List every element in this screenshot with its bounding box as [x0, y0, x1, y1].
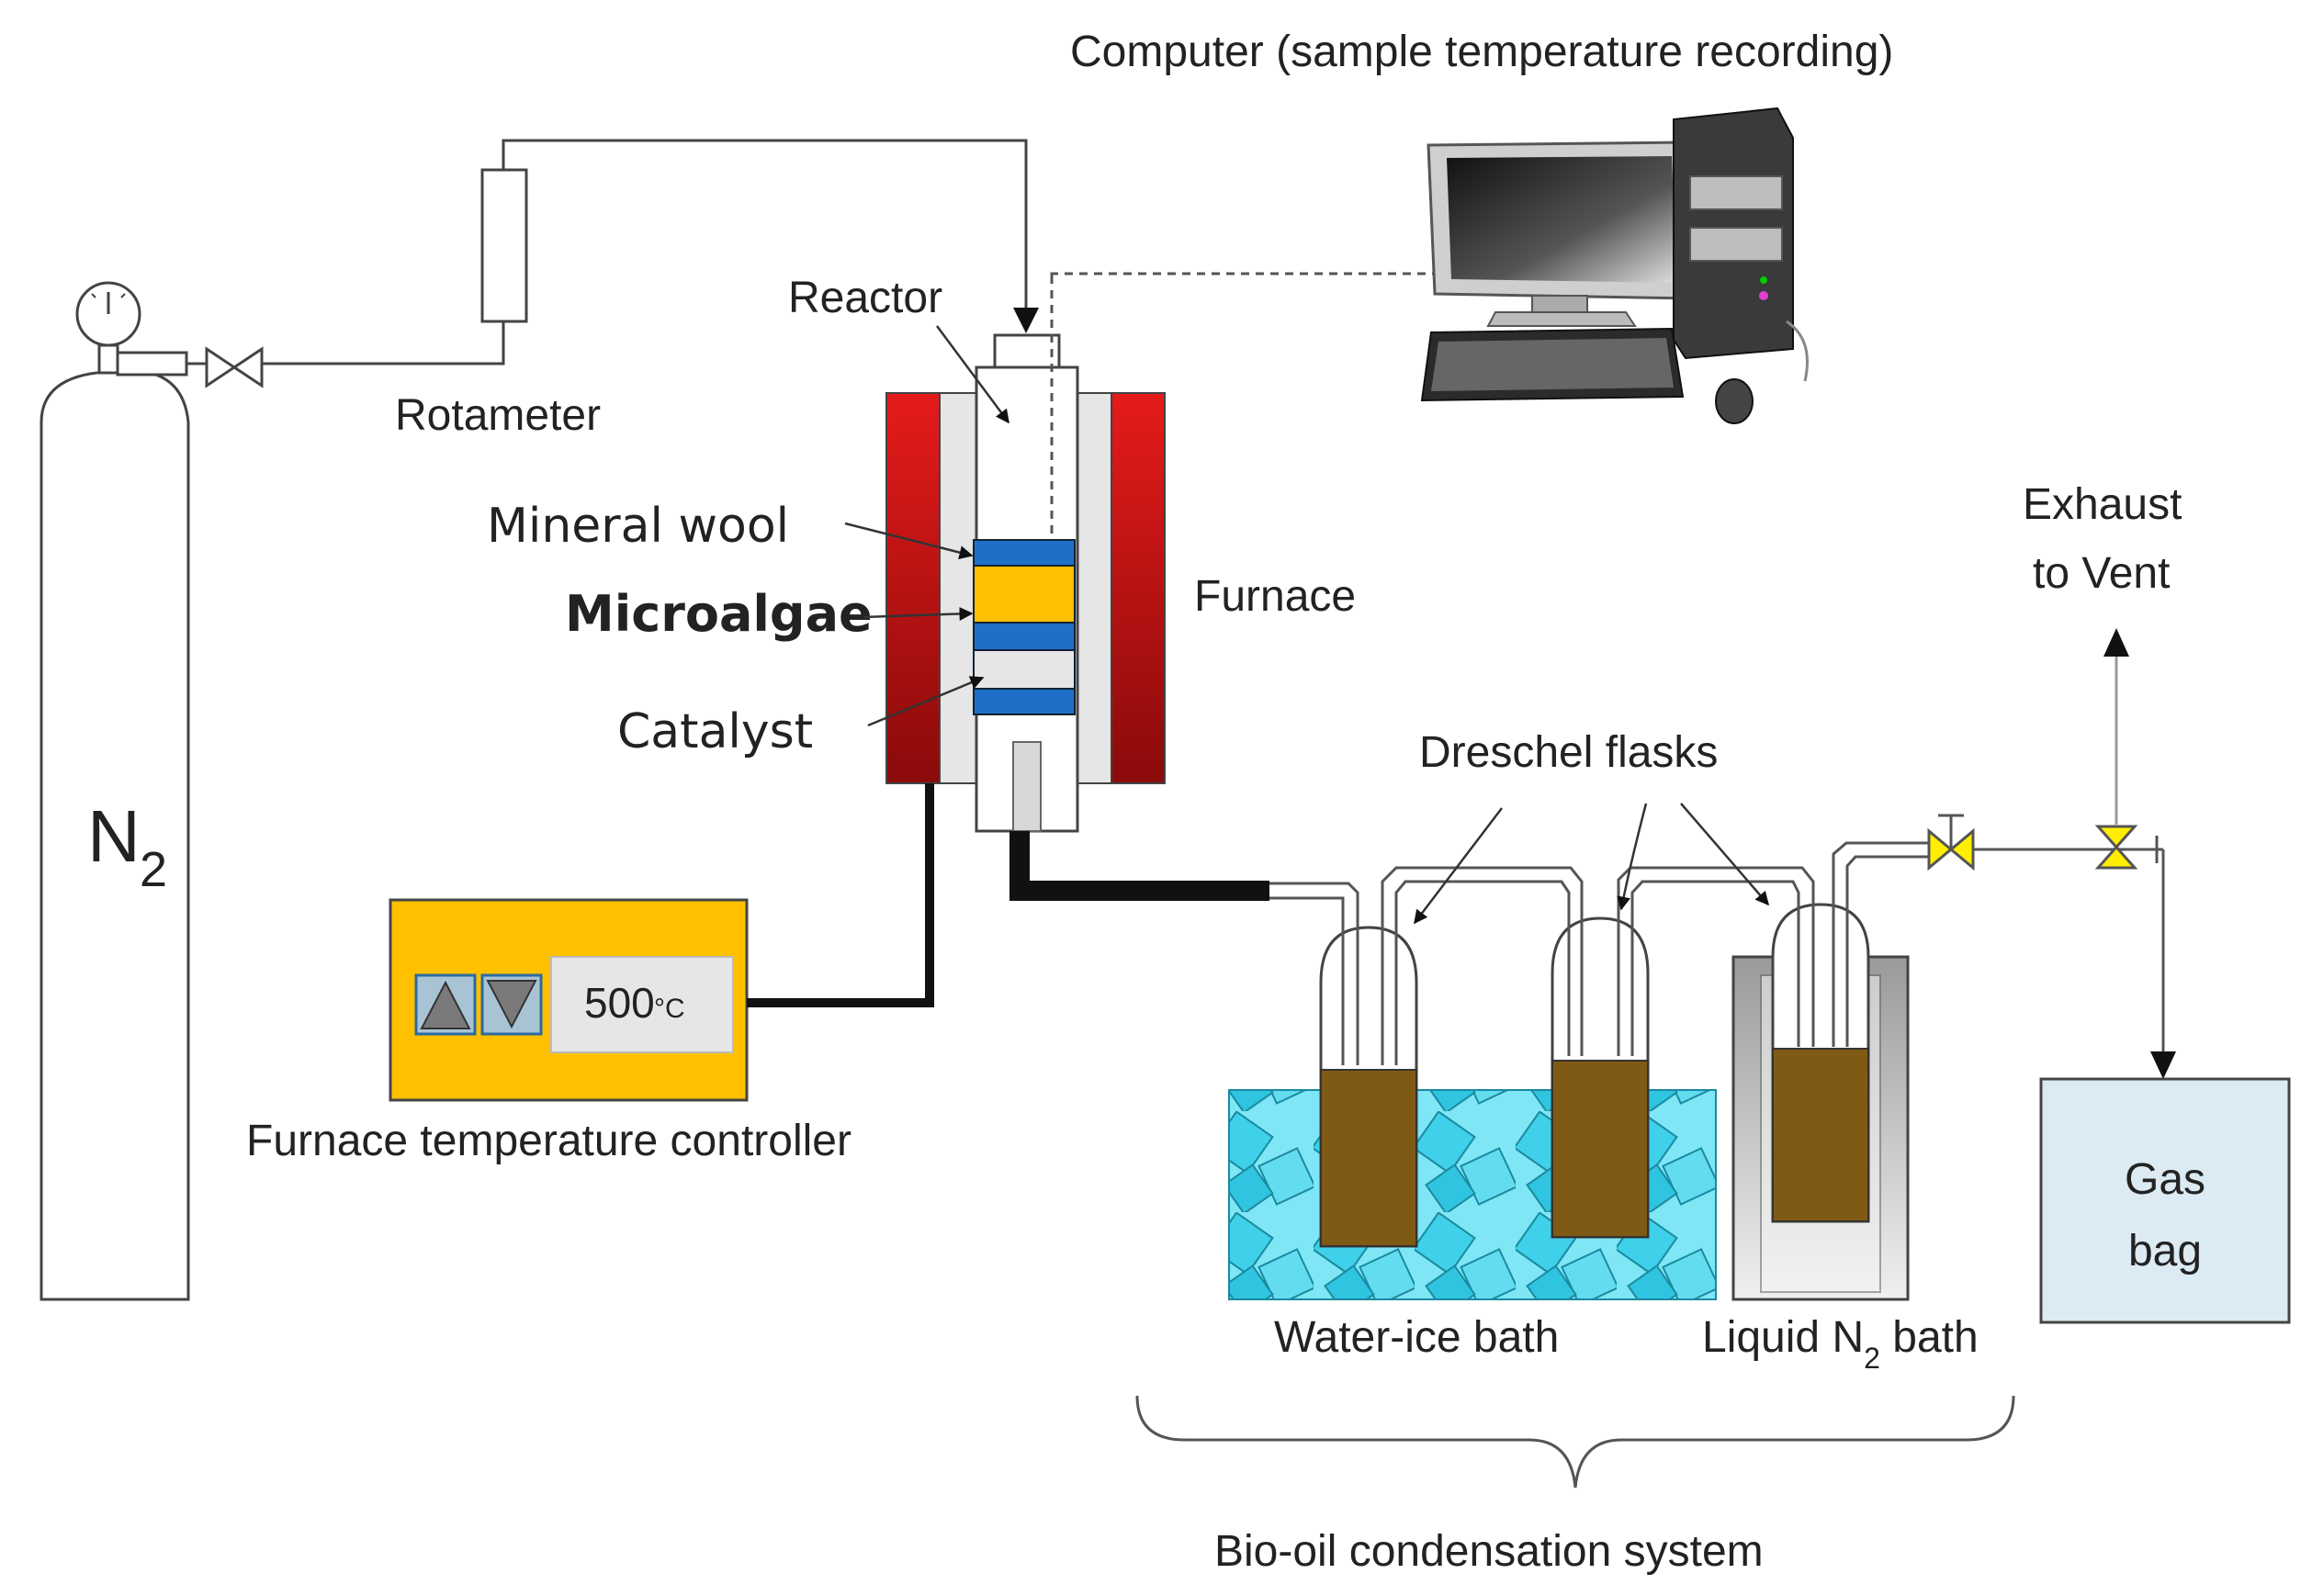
temperature-display	[550, 956, 734, 1053]
cylinder-label: N	[87, 795, 141, 877]
mineral-wool-label: Mineral wool	[487, 499, 789, 554]
controller-label: Furnace temperature controller	[246, 1117, 851, 1165]
dreschel-flask-2	[1551, 916, 1650, 1239]
liquid-n2-bath-label: Liquid N2 bath	[1702, 1313, 1979, 1375]
dreschel-flask-1	[1319, 926, 1418, 1248]
dreschel-pointers	[1414, 803, 1769, 925]
gas-bag	[2039, 1077, 2291, 1324]
dreschel-flask-3	[1771, 903, 1870, 1223]
furnace-label: Furnace	[1194, 572, 1356, 621]
water-ice-bath-label: Water-ice bath	[1274, 1313, 1559, 1362]
microalgae-layer	[973, 565, 1076, 624]
cylinder-valve	[205, 346, 264, 388]
catalyst-layer	[973, 649, 1076, 690]
mineral-wool-pointer	[844, 522, 974, 559]
microalgae-label: Microalgae	[565, 585, 873, 643]
n2-cylinder: N 2	[39, 369, 190, 1301]
liquid-n2-text: Liquid N	[1702, 1313, 1864, 1362]
rotameter	[480, 168, 528, 323]
exhaust-arrowhead	[2103, 628, 2129, 657]
computer-label: Computer (sample temperature recording)	[1070, 28, 1893, 76]
mineral-wool-layer-top	[973, 539, 1076, 567]
mineral-wool-layer-bottom	[973, 688, 1076, 715]
mineral-wool-layer-middle	[973, 622, 1076, 651]
exhaust-label-line2: to Vent	[2033, 549, 2170, 598]
rotameter-label: Rotameter	[395, 391, 601, 440]
outlet-valve-1	[1927, 814, 1975, 871]
reactor-pointer	[935, 325, 1010, 424]
microalgae-pointer	[863, 606, 974, 621]
computer	[1050, 107, 1809, 424]
catalyst-pointer	[867, 676, 985, 727]
temperature-controller: 500 °C	[389, 898, 749, 1102]
down-arrow-icon	[486, 980, 537, 1029]
bio-oil-label: Bio-oil condensation system	[1214, 1527, 1764, 1576]
outlet-valve-2	[2094, 825, 2163, 870]
gas-bag-label-line2: bag	[2128, 1227, 2202, 1276]
up-arrow-icon	[420, 980, 471, 1029]
cylinder-label-subscript: 2	[140, 842, 167, 897]
controller-cable	[747, 783, 934, 1007]
temperature-unit: °C	[654, 994, 685, 1024]
catalyst-label: Catalyst	[617, 704, 813, 759]
gas-inlet-line	[186, 139, 1028, 365]
dreschel-label: Dreschel flasks	[1419, 728, 1718, 777]
exhaust-label-line1: Exhaust	[2023, 480, 2182, 529]
liquid-n2-subscript: 2	[1864, 1342, 1880, 1375]
pressure-gauge	[75, 281, 188, 377]
liquid-n2-suffix: bath	[1880, 1313, 1979, 1362]
gas-bag-arrowhead	[2150, 1051, 2176, 1079]
temperature-value: 500	[584, 979, 655, 1027]
reactor-outlet-line	[1009, 831, 1269, 901]
reactor-label: Reactor	[788, 274, 942, 322]
furnace	[885, 392, 1166, 784]
condensation-system-brace	[1135, 1395, 2015, 1489]
inlet-arrowhead	[1013, 308, 1039, 333]
gas-bag-label-line1: Gas	[2125, 1155, 2205, 1204]
sample-bed	[973, 539, 1076, 715]
